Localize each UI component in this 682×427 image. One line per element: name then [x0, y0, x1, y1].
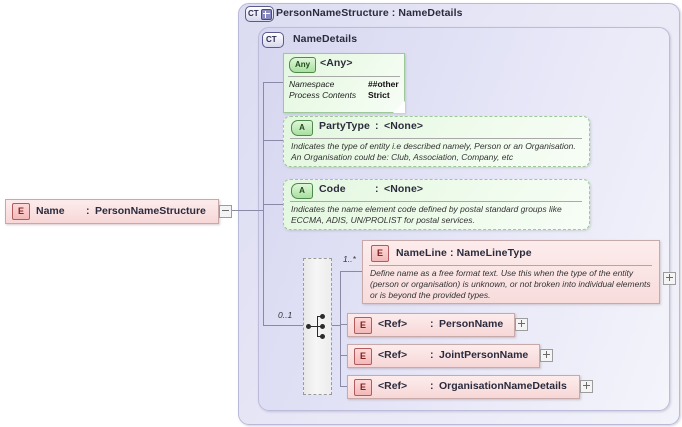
element-name-label: Name — [36, 205, 65, 217]
attribute-code-separator: : — [375, 183, 379, 195]
element-ref3-icon-label: E — [359, 382, 366, 392]
attribute-partytype-icon-label: A — [299, 123, 305, 132]
element-ref-jointpersonname-expand-toggle[interactable] — [540, 349, 553, 362]
attribute-partytype-box[interactable]: A PartyType : <None> Indicates the type … — [283, 116, 590, 167]
plus-icon[interactable] — [261, 9, 272, 20]
element-nameline-box[interactable]: E NameLine : NameLineType Define name as… — [362, 240, 660, 304]
complextype-outer-title: PersonNameStructure : NameDetails — [276, 7, 463, 19]
connector-to-choice — [263, 325, 303, 326]
element-ref-organisationnamedetails-expand-toggle[interactable] — [580, 380, 593, 393]
choice-node-branch-3 — [317, 336, 321, 337]
connector-root-to-trunk — [228, 210, 263, 211]
connector-to-ref3 — [340, 386, 347, 387]
choice-cardinality-label: 0..1 — [278, 310, 293, 320]
complextype-inner-title: NameDetails — [293, 33, 358, 45]
connector-to-partytype — [263, 140, 283, 141]
element-icon: E — [371, 245, 389, 262]
any-node-box[interactable]: Any <Any> Namespace ##other Process Cont… — [283, 53, 405, 113]
element-ref2-separator: : — [430, 349, 434, 361]
element-ref2-type: JointPersonName — [439, 349, 529, 361]
attribute-partytype-divider — [290, 138, 582, 139]
connector-to-ref1 — [340, 324, 347, 325]
element-nameline-divider — [369, 265, 652, 266]
element-icon: E — [354, 348, 372, 365]
attribute-code-name: Code — [319, 183, 346, 195]
any-processcontents-value: Strict — [368, 90, 390, 100]
element-ref2-name: <Ref> — [378, 349, 408, 361]
attribute-partytype-separator: : — [375, 120, 379, 132]
attribute-code-documentation: Indicates the name element code defined … — [291, 204, 562, 225]
any-namespace-key: Namespace — [289, 79, 335, 89]
choice-node-branch-1 — [317, 316, 321, 317]
complextype-icon[interactable]: CT — [262, 32, 284, 48]
attribute-code-box[interactable]: A Code : <None> Indicates the name eleme… — [283, 179, 590, 230]
connector-choice-out — [330, 325, 340, 326]
attribute-partytype-name: PartyType — [319, 120, 370, 132]
element-nameline-title: NameLine : NameLineType — [396, 247, 532, 259]
element-ref-personname-expand-toggle[interactable] — [515, 318, 528, 331]
element-ref1-icon-label: E — [359, 320, 366, 330]
connector-trunk-upper — [263, 82, 264, 210]
any-icon: Any — [289, 57, 316, 73]
element-ref-jointpersonname-box[interactable]: E <Ref> : JointPersonName — [347, 344, 540, 368]
attribute-code-type: <None> — [384, 183, 424, 195]
complextype-inner-icon-label: CT — [266, 35, 277, 44]
nameline-cardinality-label: 1..* — [343, 254, 356, 264]
complextype-plus-icon[interactable]: CT — [245, 6, 274, 22]
any-namespace-value: ##other — [368, 79, 399, 89]
choice-node-dot-3 — [320, 334, 325, 339]
element-ref3-separator: : — [430, 380, 434, 392]
attribute-icon: A — [291, 183, 313, 199]
any-processcontents-key: Process Contents — [289, 90, 357, 100]
element-name-box[interactable]: E Name : PersonNameStructure — [5, 199, 219, 224]
attribute-partytype-type: <None> — [384, 120, 424, 132]
element-ref-organisationnamedetails-box[interactable]: E <Ref> : OrganisationNameDetails — [347, 375, 580, 399]
element-name-type: PersonNameStructure — [95, 205, 206, 217]
attribute-partytype-documentation: Indicates the type of entity i.e describ… — [291, 141, 576, 162]
element-ref1-separator: : — [430, 318, 434, 330]
any-node-title: <Any> — [320, 57, 353, 69]
attribute-code-icon-label: A — [299, 186, 305, 195]
choice-node-dot-2 — [320, 324, 325, 329]
element-nameline-icon-label: E — [376, 248, 383, 258]
element-icon: E — [12, 203, 30, 220]
attribute-icon: A — [291, 120, 313, 136]
element-ref3-name: <Ref> — [378, 380, 408, 392]
connector-to-nameline — [340, 271, 362, 272]
element-ref1-type: PersonName — [439, 318, 504, 330]
connector-to-code — [263, 204, 283, 205]
any-node-fold-corner — [393, 101, 405, 113]
attribute-code-divider — [290, 201, 582, 202]
element-ref-personname-box[interactable]: E <Ref> : PersonName — [347, 313, 515, 337]
choice-node-branch-2 — [317, 326, 321, 327]
element-nameline-documentation: Define name as a free format text. Use t… — [370, 268, 651, 300]
connector-to-ref2 — [340, 355, 347, 356]
element-icon: E — [354, 379, 372, 396]
element-ref2-icon-label: E — [359, 351, 366, 361]
any-node-divider — [288, 76, 400, 77]
choice-node-icon — [306, 324, 311, 329]
choice-node-dot-1 — [320, 314, 325, 319]
choice-node[interactable] — [303, 258, 332, 395]
connector-choice-trunk — [340, 271, 341, 386]
element-ref3-type: OrganisationNameDetails — [439, 380, 567, 392]
choice-node-stem — [310, 326, 317, 327]
connector-trunk-lower — [263, 210, 264, 325]
element-name-collapse-toggle[interactable] — [219, 205, 232, 218]
connector-to-any — [263, 82, 283, 83]
element-icon: E — [354, 317, 372, 334]
element-nameline-expand-toggle[interactable] — [663, 272, 676, 285]
complextype-outer-icon-label: CT — [248, 9, 259, 18]
element-name-separator: : — [86, 205, 90, 217]
any-icon-label: Any — [294, 60, 311, 69]
element-icon-label: E — [17, 206, 24, 216]
element-ref1-name: <Ref> — [378, 318, 408, 330]
